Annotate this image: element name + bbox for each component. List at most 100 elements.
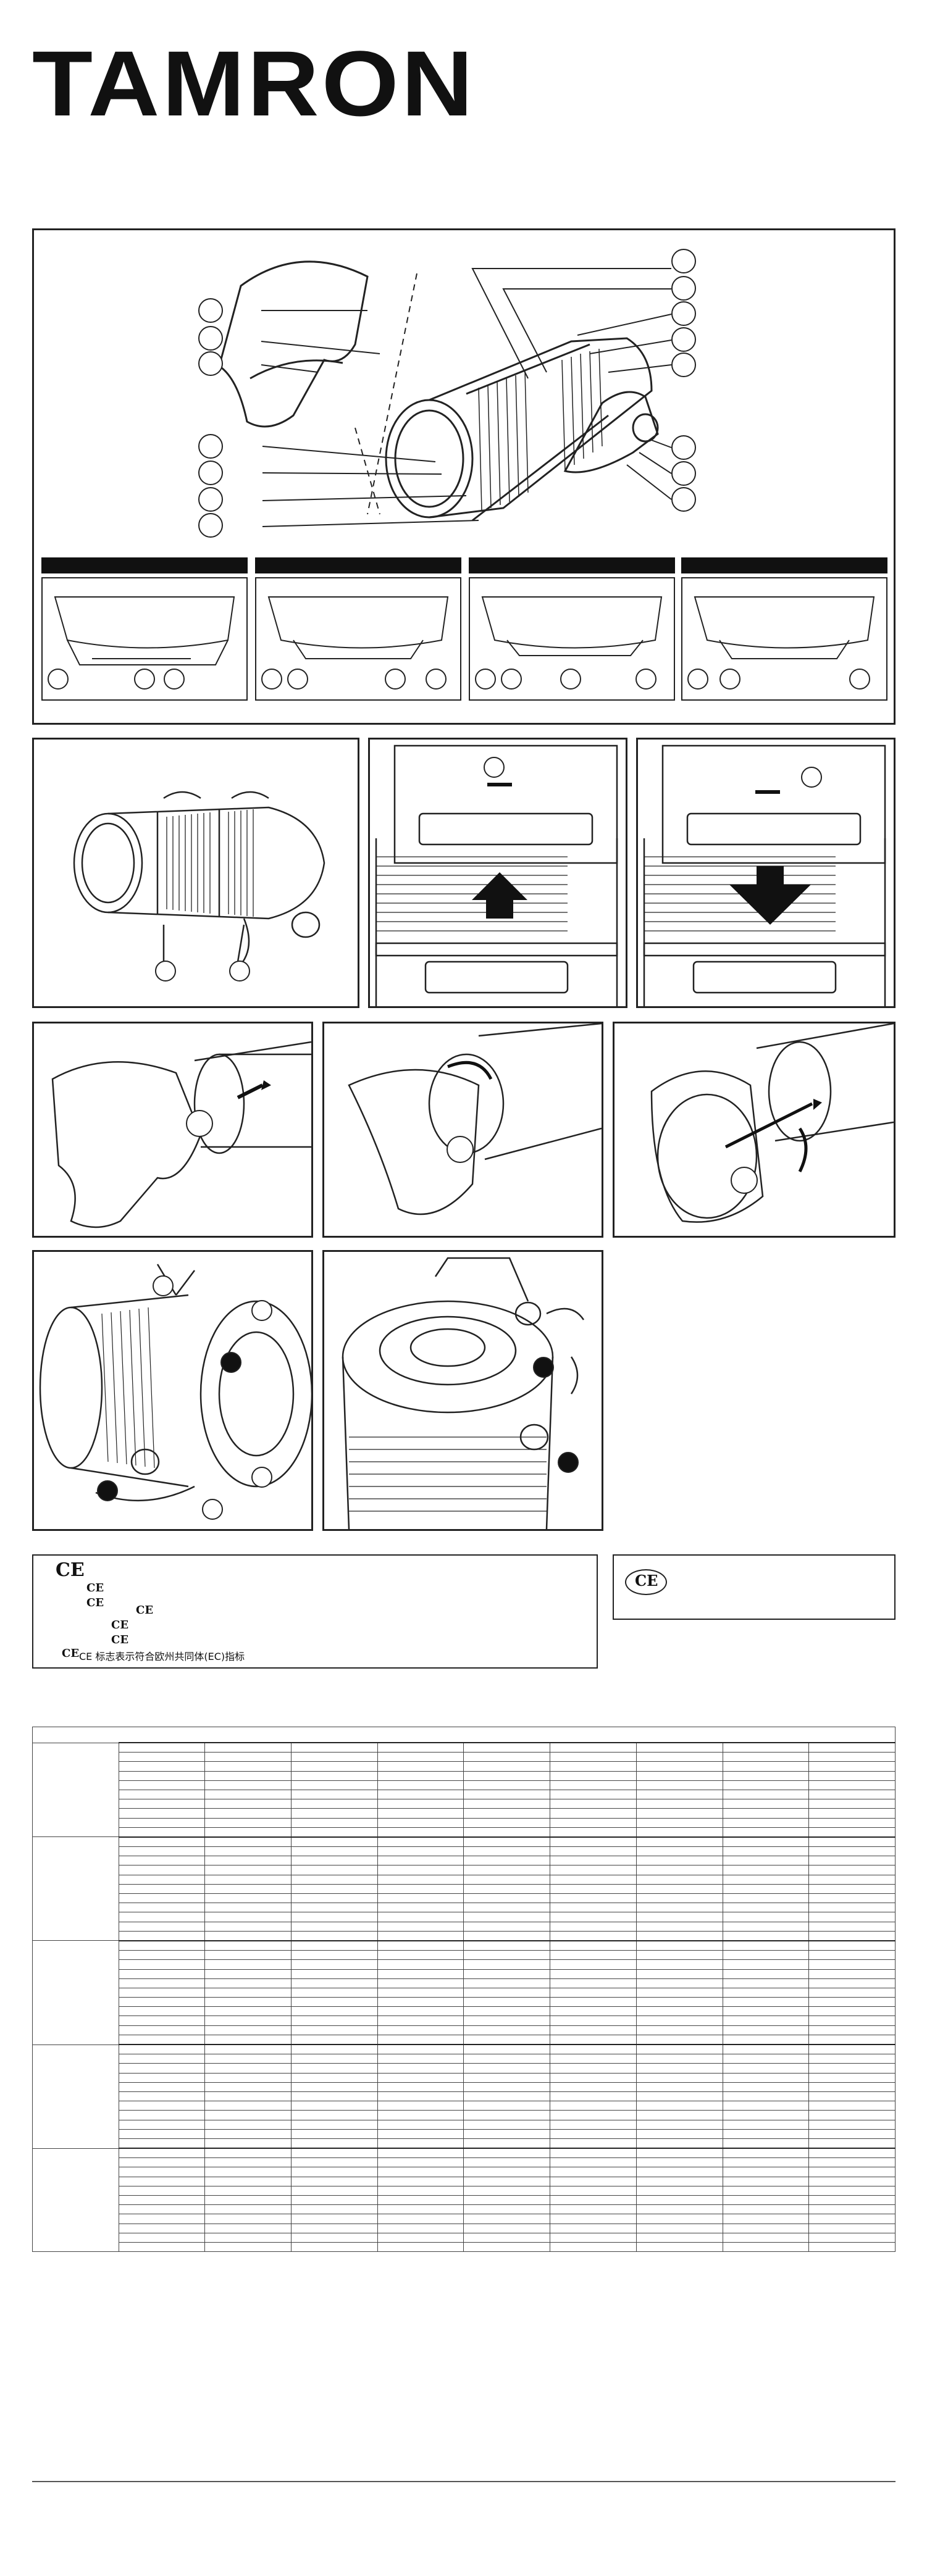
spec-cell — [118, 1865, 206, 1875]
spec-cell — [118, 2148, 206, 2159]
spec-cell — [635, 1742, 723, 1753]
spec-cell — [463, 1959, 551, 1970]
spec-cell — [808, 2195, 896, 2206]
spec-cell — [377, 1959, 464, 1970]
spec-cell — [463, 2006, 551, 2017]
spec-cell — [204, 1921, 292, 1932]
spec-cell — [118, 2195, 206, 2206]
spec-cell — [635, 1930, 723, 1941]
spec-cell — [550, 1969, 637, 1979]
spec-cell — [377, 2101, 464, 2111]
spec-cell — [463, 2176, 551, 2186]
spec-row — [33, 1827, 896, 1838]
spec-cell — [463, 2148, 551, 2159]
spec-cell — [204, 1874, 292, 1885]
spec-cell — [204, 1997, 292, 2007]
callout-right-1 — [671, 249, 696, 273]
spec-cell — [550, 1817, 637, 1828]
callout-hood-step-1 — [186, 1110, 213, 1137]
spec-cell — [463, 1780, 551, 1790]
spec-cell — [463, 2015, 551, 2026]
spec-cell — [463, 1940, 551, 1951]
spec-cell — [291, 2119, 378, 2130]
spec-cell — [635, 1893, 723, 1904]
spec-cell — [722, 1752, 810, 1762]
spec-cell — [635, 1761, 723, 1772]
spec-cell — [550, 2167, 637, 2177]
spec-cell — [291, 1752, 378, 1762]
spec-cell — [550, 1780, 637, 1790]
spec-cell — [118, 1874, 206, 1885]
spec-cell — [635, 2025, 723, 2035]
spec-cell — [635, 2204, 723, 2215]
spec-cell — [550, 1752, 637, 1762]
spec-row — [33, 1846, 896, 1857]
spec-cell — [808, 2072, 896, 2083]
spec-cell — [550, 2204, 637, 2215]
spec-cell — [635, 2072, 723, 2083]
spec-cell — [808, 1752, 896, 1762]
spec-cell — [118, 2204, 206, 2215]
spec-cell — [377, 2119, 464, 2130]
spec-cell — [808, 1987, 896, 1998]
callout-zoom-ring — [155, 961, 176, 982]
spec-cell — [291, 1827, 378, 1838]
spec-cell — [291, 2232, 378, 2243]
spec-cell — [118, 1930, 206, 1941]
spec-cell — [463, 1987, 551, 1998]
spec-row — [33, 2232, 896, 2243]
callout-tripod-c-filled — [220, 1352, 241, 1373]
spec-cell — [377, 2006, 464, 2017]
spec-cell — [722, 1912, 810, 1922]
spec-cell — [204, 1930, 292, 1941]
spec-cell — [808, 2138, 896, 2149]
spec-cell — [722, 1856, 810, 1866]
callout-focus-ring — [229, 961, 250, 982]
spec-cell — [635, 2195, 723, 2206]
spec-cell — [291, 1987, 378, 1998]
spec-cell — [635, 2063, 723, 2074]
spec-cell — [291, 1940, 378, 1951]
spec-cell — [377, 2185, 464, 2196]
spec-cell — [291, 2148, 378, 2159]
spec-cell — [463, 2214, 551, 2224]
callout-detail1-a — [48, 669, 69, 690]
spec-cell — [204, 2063, 292, 2074]
spec-cell — [204, 2091, 292, 2102]
spec-cell — [808, 1846, 896, 1857]
spec-cell — [550, 2063, 637, 2074]
spec-row — [33, 2101, 896, 2111]
spec-cell — [722, 1761, 810, 1772]
mount-detail-view-4 — [681, 577, 887, 701]
spec-cell — [808, 2063, 896, 2074]
spec-cell — [291, 1836, 378, 1848]
spec-cell — [808, 2157, 896, 2168]
spec-cell — [118, 1789, 206, 1800]
spec-cell — [118, 1761, 206, 1772]
spec-cell — [377, 1808, 464, 1819]
spec-cell — [550, 1761, 637, 1772]
spec-cell — [463, 1856, 551, 1866]
spec-cell — [291, 2006, 378, 2017]
spec-cell — [377, 1770, 464, 1781]
spec-cell — [204, 1893, 292, 1904]
spec-cell — [377, 2167, 464, 2177]
spec-cell — [722, 2232, 810, 2243]
spec-cell — [808, 1742, 896, 1753]
spec-cell — [118, 1950, 206, 1961]
spec-cell — [808, 1865, 896, 1875]
spec-cell — [377, 1978, 464, 1988]
spec-cell — [722, 2063, 810, 2074]
spec-cell — [635, 1912, 723, 1922]
spec-cell — [722, 2185, 810, 2196]
spec-cell — [463, 1808, 551, 1819]
spec-cell — [204, 1780, 292, 1790]
spec-row — [33, 2157, 896, 2168]
spec-cell — [204, 1799, 292, 1809]
spec-cell — [291, 2091, 378, 2102]
spec-cell — [291, 1770, 378, 1781]
callout-right-6 — [671, 435, 696, 460]
tripod-mount-panel-2 — [322, 1250, 603, 1531]
spec-cell — [377, 2082, 464, 2092]
spec-cell — [204, 1903, 292, 1913]
